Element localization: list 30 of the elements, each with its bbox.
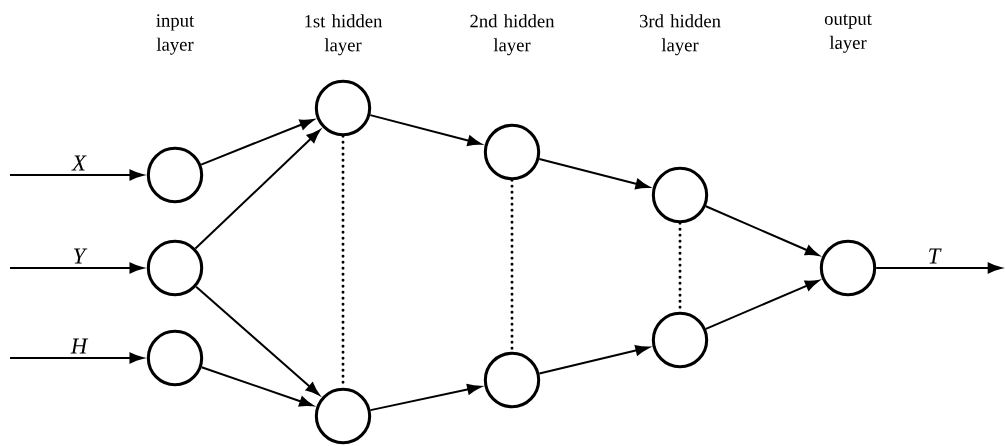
arrow (369, 114, 482, 146)
neuron-circle (483, 351, 541, 409)
arrow (704, 205, 820, 256)
neuron-circle (651, 311, 709, 369)
layer-label: 1st hidden layer (305, 14, 383, 56)
arrow (538, 345, 650, 375)
layer-label: output layer (824, 14, 872, 53)
neuron-circle (146, 146, 204, 204)
layer-label: input layer (156, 14, 195, 55)
arrow (875, 262, 1002, 274)
neuron-circle (651, 166, 709, 224)
arrow (200, 366, 314, 407)
neuron-circle (819, 239, 877, 297)
arrow (369, 384, 482, 412)
neuron-circle (146, 329, 204, 387)
layer-label: 3rd hidden layer (639, 14, 721, 56)
arrow (538, 158, 650, 190)
arrow (9, 169, 144, 181)
neuron-circle (146, 239, 204, 297)
arrow (9, 262, 144, 274)
edge-label: Y (74, 248, 88, 264)
arrow (195, 285, 320, 396)
neuron-circle (314, 79, 372, 137)
neuron-circle (314, 387, 372, 445)
layer-label: 2nd hidden layer (470, 14, 555, 56)
neuron-circle (483, 123, 541, 181)
edge-label: T (929, 248, 942, 264)
edge-label: H (70, 338, 89, 354)
arrow (9, 352, 144, 364)
edge-label: X (71, 155, 87, 171)
